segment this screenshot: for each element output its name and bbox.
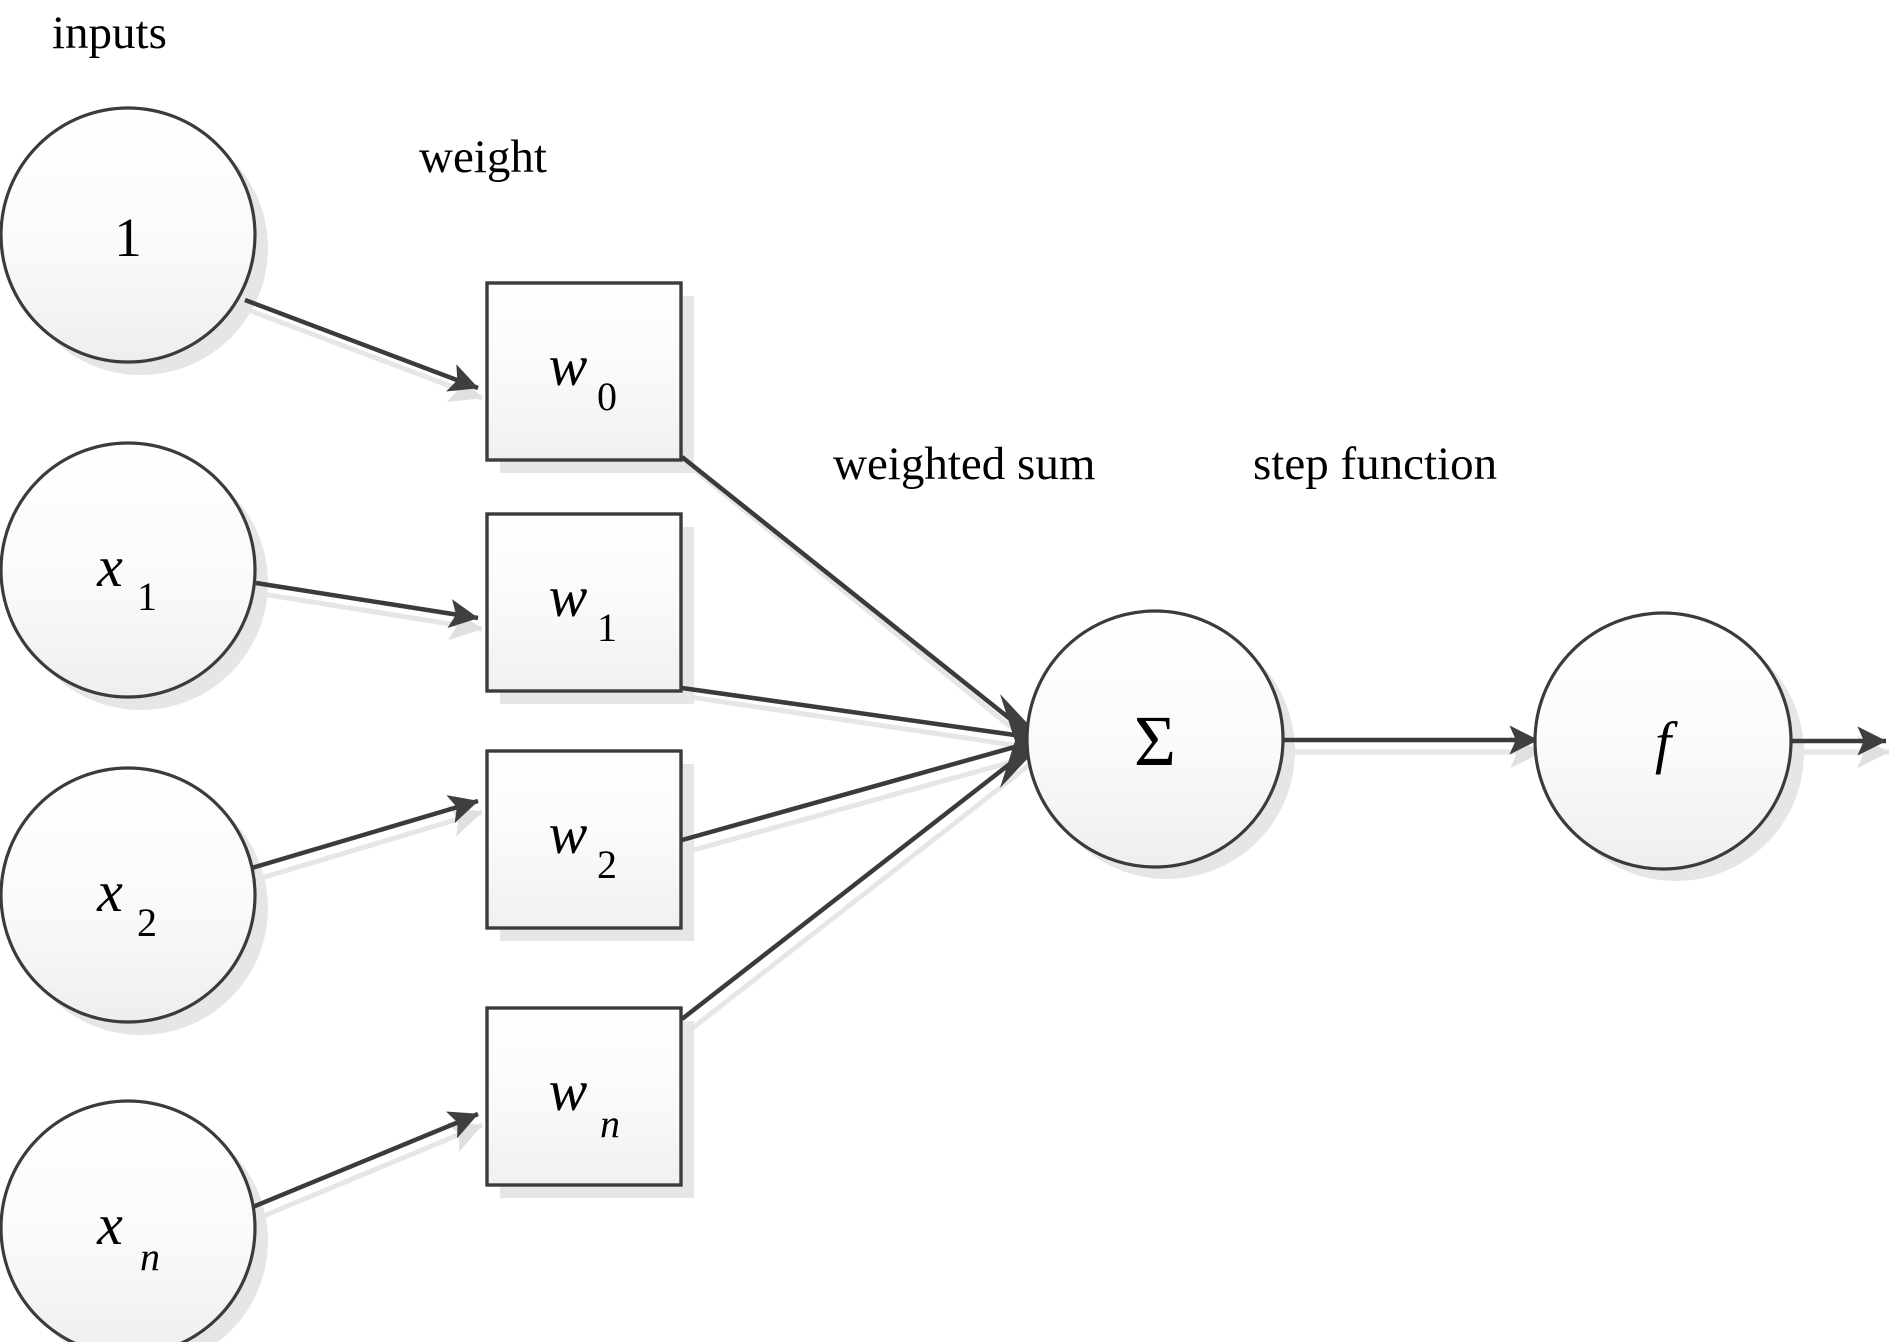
edge-wn-to-sum <box>680 747 1031 1021</box>
input-xn-circle[interactable] <box>0 1099 257 1342</box>
weighted-sum-label: weighted sum <box>833 438 1095 490</box>
bias-input-label: 1 <box>114 207 142 268</box>
weight-w2-subscript: 2 <box>597 842 617 887</box>
edge-w2-to-sum <box>681 740 1030 843</box>
edge-x2-to-w2 <box>244 795 479 873</box>
weight-w0[interactable]: w 0 <box>485 281 683 462</box>
weight-w1-subscript: 1 <box>597 605 617 650</box>
edge-xn-to-wn <box>242 1111 479 1214</box>
connector-shadow-layer <box>248 308 1890 1225</box>
input-x2-label: x <box>96 859 123 924</box>
inputs-label: inputs <box>52 7 167 59</box>
input-nodes-group: 1 x 1 x 2 x n <box>0 106 257 1342</box>
weight-w0-subscript: 0 <box>597 374 617 419</box>
weight-w0-label: w <box>549 333 588 398</box>
edge-x1-to-w1 <box>255 580 479 628</box>
input-x1-subscript: 1 <box>137 574 157 619</box>
input-x1-circle[interactable] <box>0 441 257 699</box>
weight-wn-box[interactable] <box>485 1006 683 1187</box>
edge-w1-to-sum <box>681 685 1030 740</box>
sigma-symbol: Σ <box>1134 701 1176 781</box>
edge-w0-to-sum <box>680 455 1031 736</box>
weight-w2[interactable]: w 2 <box>485 749 683 930</box>
weight-label: weight <box>419 131 547 183</box>
input-xn[interactable]: x n <box>0 1099 257 1342</box>
weight-boxes-group: w 0 w 1 w 2 w n <box>485 281 683 1187</box>
input-x2[interactable]: x 2 <box>0 766 257 1024</box>
section-labels: inputs weight weighted sum step function <box>52 7 1497 490</box>
weight-w2-box[interactable] <box>485 749 683 930</box>
bias-input-circle[interactable] <box>0 106 257 364</box>
weight-wn-subscript: n <box>600 1101 620 1146</box>
bias-input[interactable]: 1 <box>0 106 257 364</box>
weighted-sum-node[interactable]: Σ <box>1025 609 1285 869</box>
input-x1[interactable]: x 1 <box>0 441 257 699</box>
step-function-label: step function <box>1253 438 1497 490</box>
input-x1-label: x <box>96 534 123 599</box>
connector-layer <box>242 297 1031 1214</box>
input-x2-subscript: 2 <box>137 900 157 945</box>
weight-wn[interactable]: w n <box>485 1006 683 1187</box>
weight-w0-box[interactable] <box>485 281 683 462</box>
input-xn-label: x <box>96 1192 123 1257</box>
input-x2-circle[interactable] <box>0 766 257 1024</box>
weight-wn-label: w <box>549 1058 588 1123</box>
weight-w1-box[interactable] <box>485 512 683 693</box>
weight-w1[interactable]: w 1 <box>485 512 683 693</box>
weight-w2-label: w <box>549 801 588 866</box>
weight-w1-label: w <box>549 564 588 629</box>
edge-bias-to-w0 <box>244 297 479 392</box>
input-xn-subscript: n <box>140 1234 160 1279</box>
sum-input-arrowhead <box>1000 694 1044 788</box>
step-function-node[interactable]: f <box>1533 611 1793 871</box>
